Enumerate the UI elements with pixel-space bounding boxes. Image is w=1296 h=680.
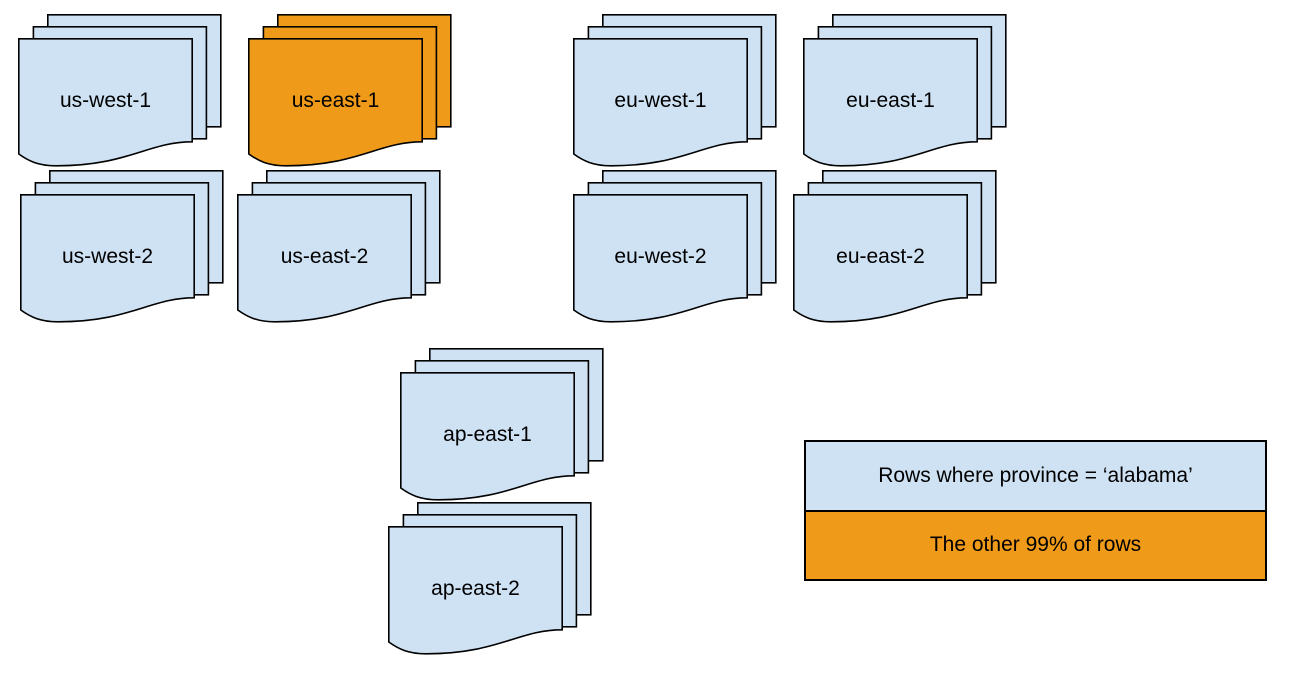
legend-item-label: Rows where province = ‘alabama’: [878, 463, 1193, 487]
stacked-documents-icon: [793, 170, 997, 323]
legend-item-other-rows: The other 99% of rows: [806, 511, 1265, 579]
legend-item-label: The other 99% of rows: [929, 533, 1142, 557]
document-stack-ap-east-1: ap-east-1: [400, 348, 604, 504]
stacked-documents-icon: [20, 170, 224, 323]
document-stack-us-east-1: us-east-1: [248, 14, 452, 170]
stacked-documents-icon: [237, 170, 441, 323]
stacked-documents-icon: [803, 14, 1007, 167]
document-stack-eu-west-2: eu-west-2: [573, 170, 777, 326]
legend-item-alabama-rows: Rows where province = ‘alabama’: [806, 442, 1265, 512]
stacked-documents-icon: [573, 170, 777, 323]
stacked-documents-icon: [400, 348, 604, 501]
document-stack-ap-east-2: ap-east-2: [388, 502, 592, 658]
stacked-documents-icon: [18, 14, 222, 167]
legend: Rows where province = ‘alabama’ The othe…: [804, 440, 1267, 581]
document-stack-eu-east-1: eu-east-1: [803, 14, 1007, 170]
document-stack-us-east-2: us-east-2: [237, 170, 441, 326]
document-stack-eu-east-2: eu-east-2: [793, 170, 997, 326]
stacked-documents-icon: [248, 14, 452, 167]
document-stack-us-west-2: us-west-2: [20, 170, 224, 326]
document-stack-eu-west-1: eu-west-1: [573, 14, 777, 170]
document-stack-us-west-1: us-west-1: [18, 14, 222, 170]
stacked-documents-icon: [573, 14, 777, 167]
stacked-documents-icon: [388, 502, 592, 655]
